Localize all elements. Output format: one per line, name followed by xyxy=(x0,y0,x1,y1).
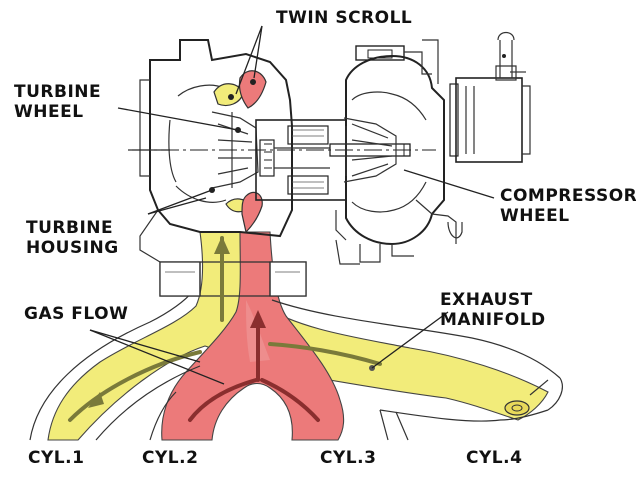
compressor-wheel xyxy=(343,117,397,183)
label-compressor-wheel-line1: COMPRESSOR xyxy=(500,186,636,206)
label-cyl1: CYL.1 xyxy=(28,448,85,468)
turbine-housing xyxy=(149,39,293,238)
label-cyl4: CYL.4 xyxy=(466,448,523,468)
leader-lines xyxy=(89,25,495,385)
bearing-housing xyxy=(255,119,347,201)
label-cyl2: CYL.2 xyxy=(142,448,199,468)
compressor-housing xyxy=(345,54,445,246)
label-compressor-wheel-line2: WHEEL xyxy=(500,206,570,226)
label-cyl3: CYL.3 xyxy=(320,448,377,468)
cyl4-port xyxy=(504,400,530,416)
label-gas-flow: GAS FLOW xyxy=(24,304,129,324)
label-exhaust-manifold-line2: MANIFOLD xyxy=(440,310,546,330)
label-turbine-wheel-line1: TURBINE xyxy=(14,82,102,102)
label-turbine-wheel-line2: WHEEL xyxy=(14,102,84,122)
scroll-red-top xyxy=(238,70,267,109)
wastegate-actuator xyxy=(449,31,531,163)
label-exhaust-manifold-line1: EXHAUST xyxy=(440,290,533,310)
scroll-red-bottom xyxy=(241,191,263,234)
label-turbine-housing-line2: HOUSING xyxy=(26,238,119,258)
label-twin-scroll: TWIN SCROLL xyxy=(276,8,413,28)
label-turbine-housing-line1: TURBINE xyxy=(26,218,114,238)
turbine-wheel xyxy=(209,111,259,193)
manifold-outline xyxy=(29,291,193,441)
